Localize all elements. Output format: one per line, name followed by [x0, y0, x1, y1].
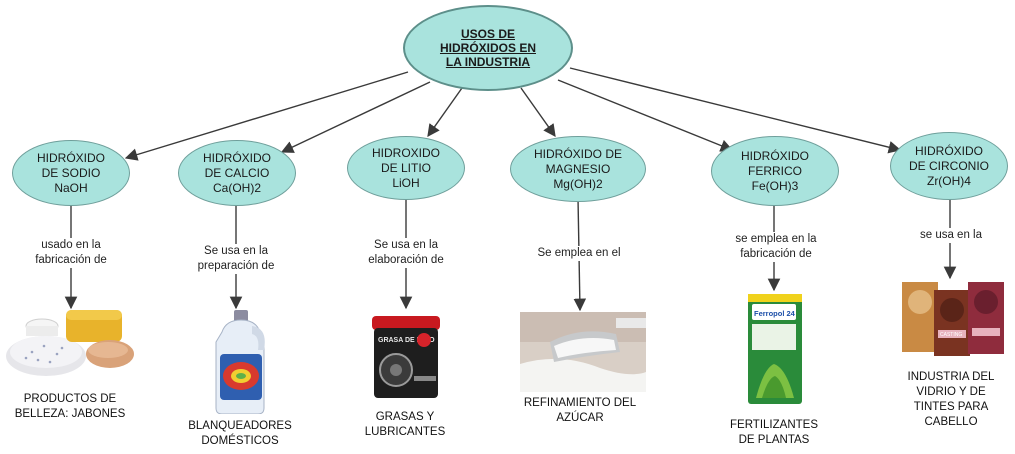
- edge-magnesio: [520, 87, 556, 138]
- node-hidroxido-de-sodio: HIDRÓXIDO DE SODIO NaOH: [12, 140, 130, 206]
- soap-bars-and-powder-picture: [6, 310, 134, 376]
- node-hidroxido-de-litio: HIDROXIDO DE LITIO LiOH: [347, 136, 465, 200]
- result-grasas-y-lubricantes: GRASAS Y LUBRICANTES: [364, 411, 446, 438]
- result-fertilizantes: FERTILIZANTES DE PLANTAS: [730, 419, 818, 446]
- node-hidroxido-de-circonio: HIDRÓXIDO DE CIRCONIO Zr(OH)4: [890, 132, 1008, 200]
- edge-litio: [427, 87, 463, 138]
- connector-sodio: usado en la fabricación de: [22, 238, 120, 268]
- sugar-scoop-picture: [520, 312, 646, 392]
- connector-litio: Se usa en la elaboración de: [356, 238, 456, 268]
- edge-calcio: [280, 81, 431, 153]
- connector-ferrico: se emplea en la fabricación de: [724, 232, 828, 262]
- fertilizer-box-picture: Ferropol 24: [748, 294, 802, 404]
- edge-ferrico: [557, 79, 734, 152]
- grease-tub-picture: GRASA DE LITIO: [372, 316, 440, 398]
- result-refinamiento-del-azucar: REFINAMIENTO DEL AZÚCAR: [523, 397, 637, 424]
- node-hidroxido-de-calcio: HIDRÓXIDO DE CALCIO Ca(OH)2: [178, 140, 296, 206]
- hair-dye-label: CASTING: [940, 332, 962, 338]
- node-hidroxido-ferrico: HIDRÓXIDO FERRICO Fe(OH)3: [711, 136, 839, 206]
- result-industria-del-vidrio: INDUSTRIA DEL VIDRIO Y DE TINTES PARA CA…: [907, 371, 995, 428]
- node-hidroxido-de-magnesio: HIDRÓXIDO DE MAGNESIO Mg(OH)2: [510, 136, 646, 202]
- hair-dye-boxes-picture: CASTING: [902, 282, 1004, 356]
- result-blanqueadores: BLANQUEADORES DOMÉSTICOS: [188, 420, 292, 447]
- fertilizer-box-label: Ferropol 24: [754, 309, 796, 318]
- connector-calcio: Se usa en la preparación de: [186, 244, 286, 274]
- root-to-node-lines: [124, 67, 902, 161]
- connector-magnesio: Se emplea en el: [527, 246, 631, 261]
- bleach-bottle-picture: [215, 310, 265, 414]
- result-productos-de-belleza: PRODUCTOS DE BELLEZA: JABONES: [14, 393, 126, 420]
- connector-circonio: se usa en la: [908, 228, 994, 243]
- edge-sodio: [124, 71, 409, 161]
- grease-tub-label: GRASA DE LITIO: [378, 337, 435, 344]
- edge-circonio: [569, 67, 902, 154]
- root-node-usos-de-hidroxidos: USOS DE HIDRÓXIDOS EN LA INDUSTRIA: [403, 5, 573, 91]
